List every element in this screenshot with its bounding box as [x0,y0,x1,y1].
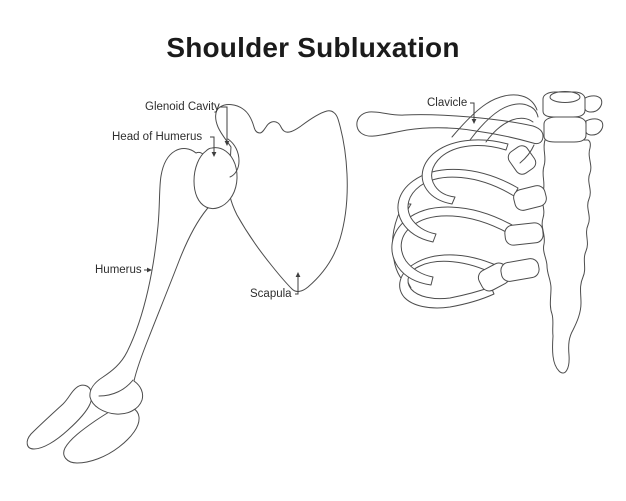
clavicle-outline [356,111,544,145]
label-glenoid-cavity: Glenoid Cavity [145,101,220,113]
humeral-head-outline [193,147,238,210]
rib-neck-arc-2 [469,103,539,141]
glenoid-cavity-arc [227,138,240,178]
head-of-humerus-arrow [211,152,217,157]
elbow-trochlea-line [98,379,134,397]
rib-segment-5 [500,258,540,282]
scapula-arrow [295,272,301,277]
shoulder-joint-diagram [26,104,348,464]
vertebrae [542,91,604,143]
rib-segment-3 [504,222,544,246]
clavicle-joint-line [519,144,535,164]
vertebra-1-process [584,95,603,113]
glenoid-cavity-leader [220,106,228,141]
scapula-outline [215,104,348,292]
vertebra-1-endplate [549,91,581,103]
head-of-humerus-leader [210,136,215,152]
clavicle-arrow [471,119,477,124]
label-clavicle: Clavicle [427,97,468,109]
rib-segment-2 [513,185,547,211]
humerus-arrow [147,267,152,273]
leader-arrowheads [147,119,477,277]
label-scapula: Scapula [250,288,292,300]
scapula-leader [295,277,299,295]
spine-column-outline [541,139,592,374]
label-humerus: Humerus [95,264,142,276]
leader-lines [144,102,475,295]
vertebra-2-process [585,118,604,136]
ulna-outline [26,384,93,450]
clavicle-leader [470,102,475,119]
rib-band-1 [421,139,509,205]
rib-segment-1 [507,145,537,175]
rib-neck-arc-1 [451,94,538,138]
page-title: Shoulder Subluxation [166,32,460,63]
vertebra-2-body [543,116,587,143]
vertebra-1-body [542,91,586,118]
rib-head-segments [477,145,547,292]
radius-outline [63,406,140,464]
clavicle-ribcage-diagram [356,91,604,374]
rib-neck-arc-3 [485,117,534,143]
rib-band-2 [397,168,519,243]
label-head-of-humerus: Head of Humerus [112,131,203,143]
glenoid-cavity-arrow [224,141,230,146]
